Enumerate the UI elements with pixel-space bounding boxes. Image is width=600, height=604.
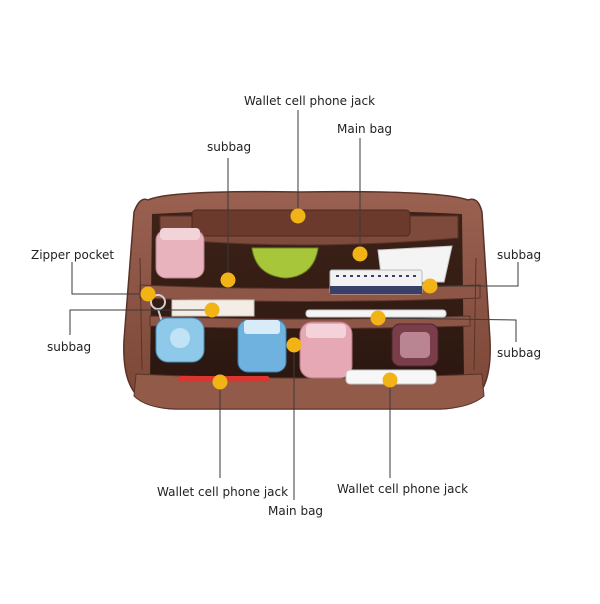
label-zipper-pocket: Zipper pocket — [31, 248, 115, 262]
marker-dot — [370, 310, 386, 326]
marker-dot — [140, 286, 156, 302]
label-subbag-right-top: subbag — [497, 248, 542, 262]
blue-jar-right — [237, 319, 287, 373]
pink-bottle — [299, 321, 353, 379]
label-wallet-bottom-right: Wallet cell phone jack — [337, 482, 469, 496]
marker-dot — [220, 272, 236, 288]
label-subbag-right-bottom: subbag — [497, 346, 542, 360]
marker-dot — [204, 302, 220, 318]
marker-dot — [382, 372, 398, 388]
compact — [391, 323, 439, 367]
label-main-bag-bottom: Main bag — [268, 504, 324, 518]
callout-markers — [140, 208, 438, 390]
blue-jar-left — [155, 317, 205, 363]
label-subbag-top: subbag — [207, 140, 252, 154]
green-bowl — [251, 247, 319, 279]
label-subbag-left: subbag — [47, 340, 92, 354]
spiral-notebook — [329, 269, 423, 295]
marker-dot — [422, 278, 438, 294]
label-main-bag-top: Main bag — [337, 122, 393, 136]
leader-lines — [69, 110, 519, 500]
marker-dot — [286, 337, 302, 353]
label-wallet-bottom-left: Wallet cell phone jack — [157, 485, 289, 499]
marker-dot — [212, 374, 228, 390]
label-wallet-top: Wallet cell phone jack — [244, 94, 376, 108]
marker-dot — [290, 208, 306, 224]
pink-jar — [155, 228, 205, 279]
marker-dot — [352, 246, 368, 262]
